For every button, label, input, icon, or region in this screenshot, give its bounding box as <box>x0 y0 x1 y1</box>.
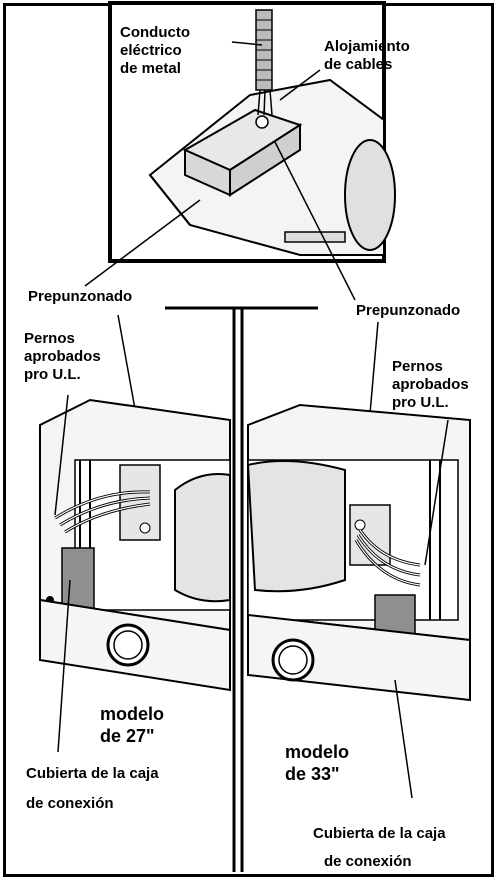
knockout-top <box>255 115 269 129</box>
model-33-drawing <box>246 403 471 799</box>
label-bolts-left: Pernos aprobados pro U.L. <box>24 330 101 383</box>
label-model-33: modelo de 33" <box>285 742 350 784</box>
label-cover-right-line1: Cubierta de la caja <box>313 825 446 842</box>
label-knockout-right: Prepunzonado <box>356 302 461 319</box>
label-cover-left-line1: Cubierta de la caja <box>26 765 159 782</box>
label-cover-left-line2: de conexión <box>26 795 114 812</box>
model-27-drawing <box>39 394 231 753</box>
blower-top <box>344 139 396 251</box>
label-model-27: modelo de 27" <box>100 704 165 746</box>
label-wire-housing: Alojamiento de cables <box>324 38 410 73</box>
label-conduit: Conducto eléctrico de metal <box>120 24 190 77</box>
label-bolts-right: Pernos aprobados pro U.L. <box>392 358 469 411</box>
label-cover-right-line2: de conexión <box>324 853 412 870</box>
top-inset <box>108 1 396 263</box>
label-knockout-left: Prepunzonado <box>28 288 133 305</box>
